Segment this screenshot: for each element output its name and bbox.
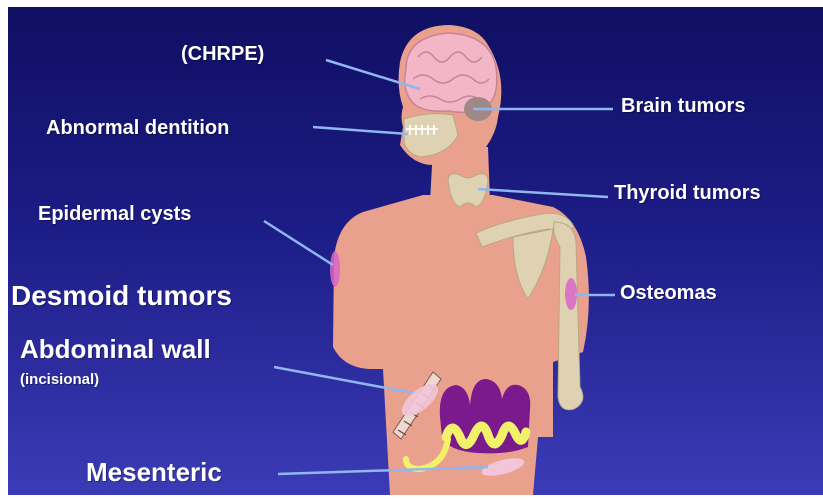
label-epidermal-cysts: Epidermal cysts bbox=[38, 204, 191, 224]
label-thyroid-tumors: Thyroid tumors bbox=[614, 183, 761, 203]
epidermal-cyst-lesion bbox=[330, 251, 340, 287]
slide-background: (CHRPE) Abnormal dentition Brain tumors … bbox=[8, 7, 823, 495]
label-chrpe: (CHRPE) bbox=[181, 44, 264, 64]
label-brain-tumors: Brain tumors bbox=[621, 96, 745, 116]
label-mesenteric: Mesenteric bbox=[86, 459, 222, 485]
label-abnormal-dentition: Abnormal dentition bbox=[46, 118, 229, 138]
anatomy-figure bbox=[8, 7, 823, 495]
label-incisional: (incisional) bbox=[20, 372, 99, 387]
teeth bbox=[406, 125, 438, 135]
leader-thyroid bbox=[478, 189, 608, 197]
label-abdominal-wall: Abdominal wall bbox=[20, 336, 211, 362]
label-osteomas: Osteomas bbox=[620, 283, 717, 303]
leader-dentition bbox=[313, 127, 408, 134]
label-desmoid-tumors: Desmoid tumors bbox=[11, 282, 232, 310]
leader-epidermal bbox=[264, 221, 333, 265]
